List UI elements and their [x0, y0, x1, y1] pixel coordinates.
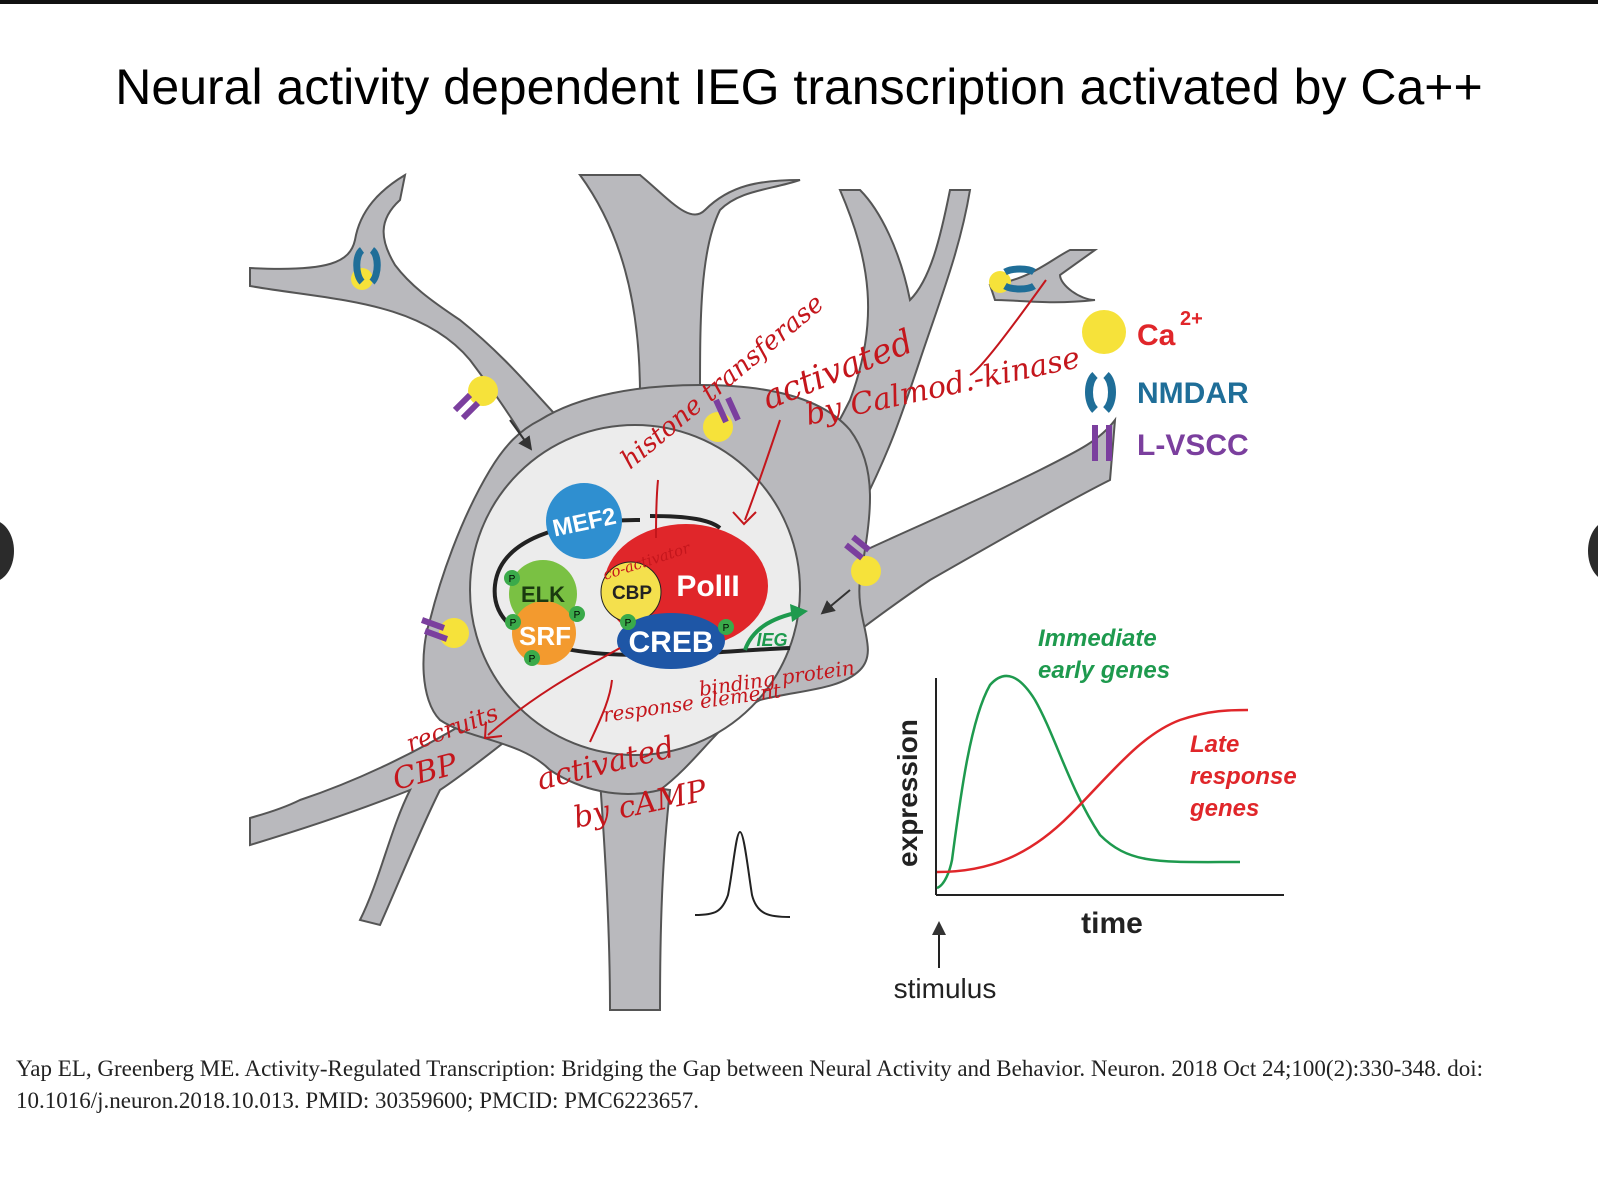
dendrite-right [853, 416, 1117, 632]
annotation-arrow-histone [655, 479, 659, 539]
svg-text:P: P [510, 618, 517, 629]
dendrite-bottom-left [249, 718, 523, 927]
annotation-arrow-cam [744, 419, 781, 521]
legend-nmdar-icon [1085, 371, 1099, 413]
srf-label: SRF [519, 621, 571, 651]
top-border [0, 0, 1598, 4]
late-curve-label-2: response [1190, 763, 1297, 790]
legend-lvscc-icon [1092, 425, 1098, 461]
legend-ca-icon [1082, 310, 1126, 354]
graph-x-label: time [1081, 907, 1143, 940]
transcription-complex: MEF2 ELK SRF CBP PolII CREB P P P P P P … [504, 483, 808, 669]
annotation-arrow-recruits [487, 647, 621, 736]
lvscc-channels [420, 376, 881, 648]
late-curve-label-3: genes [1189, 795, 1259, 822]
annotation-recruits-2: CBP [389, 747, 462, 798]
ieg-curve [936, 674, 1241, 890]
cbp-label: CBP [612, 583, 652, 604]
previous-slide-button[interactable] [0, 520, 14, 582]
mef2-protein [546, 483, 622, 559]
ieg-curve-label-1: Immediate [1038, 625, 1157, 652]
citation: Yap EL, Greenberg ME. Activity-Regulated… [16, 1056, 1484, 1113]
legend-ca-label: Ca [1137, 319, 1176, 352]
signal-arrow-left [509, 419, 533, 451]
polii-label: PolII [676, 570, 739, 603]
late-response-curve [936, 708, 1249, 874]
ieg-gene-label: IEG [756, 630, 787, 650]
svg-text:P: P [529, 654, 536, 665]
elk-label: ELK [521, 582, 565, 607]
graph-y-label: expression [892, 719, 923, 867]
nmdar-receptor-right [989, 265, 1036, 293]
legend: Ca 2+ NMDAR L-VSCC [1082, 308, 1249, 462]
dna-strand-top [649, 514, 722, 530]
signal-arrow-right [820, 589, 851, 615]
annotation-arrow-camp [589, 679, 613, 743]
late-curve-label-1: Late [1190, 731, 1239, 758]
slide-title: Neural activity dependent IEG transcript… [115, 59, 1483, 115]
expression-graph: Immediate early genes Late response gene… [892, 625, 1297, 1004]
handwritten-annotations [483, 279, 1047, 743]
creb-protein [617, 613, 725, 669]
svg-text:P: P [509, 574, 516, 585]
stimulus-label: stimulus [894, 973, 997, 1004]
svg-text:P: P [625, 618, 632, 629]
dendrite-top-left [249, 172, 572, 452]
creb-label: CREB [628, 626, 713, 659]
dendrite-top [578, 174, 801, 396]
next-slide-button[interactable] [1588, 520, 1598, 582]
nmdar-receptor-left [351, 247, 381, 290]
phospho-sites: P P P P P P [504, 570, 734, 666]
srf-protein [512, 601, 576, 665]
legend-ca-superscript: 2+ [1180, 308, 1203, 330]
svg-text:P: P [723, 623, 730, 634]
action-potential-icon [694, 830, 791, 918]
annotation-arrow-nmdar [969, 279, 1047, 376]
legend-nmdar-label: NMDAR [1137, 377, 1249, 410]
legend-lvscc-label: L-VSCC [1137, 429, 1249, 462]
dendrite-bottom [598, 778, 672, 1011]
svg-text:P: P [574, 610, 581, 621]
ieg-curve-label-2: early genes [1038, 657, 1170, 684]
